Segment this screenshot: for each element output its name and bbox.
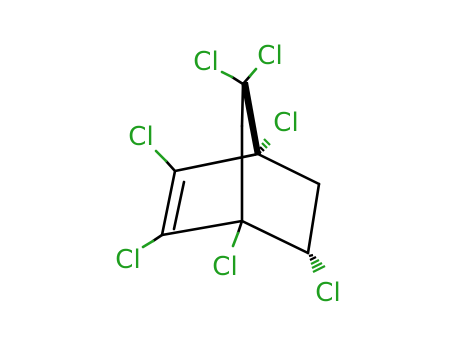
atom-label-cl-left-upper: Cl: [128, 122, 153, 152]
atom-label-cl-top-right: Cl: [257, 41, 282, 71]
atom-label-cl-bottom-right: Cl: [315, 278, 340, 308]
bond-c3-cl-black: [151, 233, 164, 243]
bond-c2-c3-inner: [172, 180, 186, 231]
hash-wedge-c1-cl: [258, 138, 271, 154]
bond-c7-cl-tr-black: [241, 74, 252, 86]
atom-label-cl-top-left: Cl: [193, 47, 218, 77]
bond-c7-cl-tl-black: [230, 75, 245, 86]
bond-c6-c5: [306, 182, 321, 255]
atom-label-cl-bridgehead-bottom: Cl: [212, 252, 237, 282]
bond-c2-c3: [160, 169, 177, 237]
bond-c1-c6: [256, 152, 321, 186]
atom-label-cl-left-lower: Cl: [115, 245, 140, 275]
bond-c4-cl-black: [236, 219, 244, 235]
bond-c3-cl-green: [141, 239, 155, 249]
bond-c7-cl-tl-green: [220, 70, 234, 79]
cl-bonds: [141, 67, 258, 249]
bond-c3-c4: [160, 219, 244, 237]
bond-c5-c4: [240, 219, 310, 255]
bond-c2-c1: [173, 152, 260, 173]
hash-wedge-c5-cl: [308, 253, 326, 273]
atom-labels: Cl Cl Cl Cl Cl Cl Cl: [115, 41, 340, 308]
bond-c7-cl-tr-green: [248, 67, 258, 78]
bonds: [160, 82, 321, 255]
bond-c2-cl-black: [164, 159, 177, 173]
bond-c2-cl-green: [154, 149, 168, 163]
wedge-c7-c1: [241, 82, 261, 156]
bond-c4-cl-green: [231, 231, 240, 248]
atom-label-cl-upper-right: Cl: [273, 108, 298, 138]
